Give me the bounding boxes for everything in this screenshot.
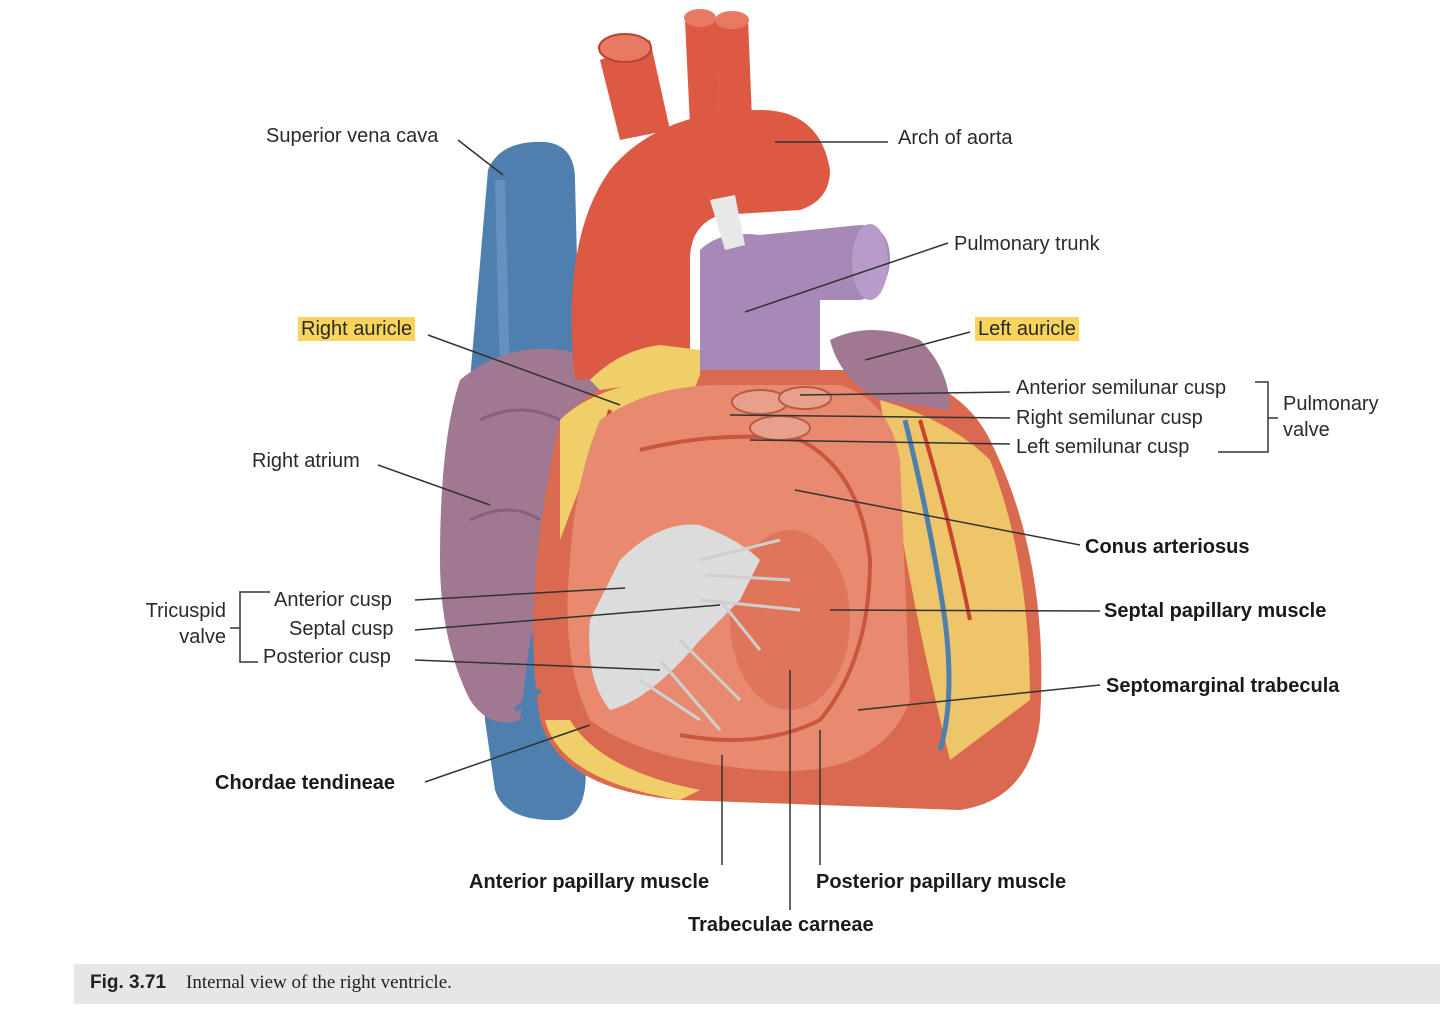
label-left-semilunar-cusp: Left semilunar cusp — [1016, 436, 1190, 458]
left-auricle-shape — [830, 330, 950, 410]
label-right-semilunar-cusp: Right semilunar cusp — [1016, 407, 1203, 429]
label-posterior-cusp: Posterior cusp — [263, 646, 391, 668]
label-tricuspid-valve-1: Tricuspid — [145, 600, 226, 622]
label-conus-arteriosus: Conus arteriosus — [1085, 536, 1250, 558]
label-arch-of-aorta: Arch of aorta — [898, 127, 1013, 149]
label-tricuspid-valve-2: valve — [179, 626, 226, 648]
label-anterior-cusp: Anterior cusp — [274, 589, 392, 611]
label-superior-vena-cava: Superior vena cava — [266, 125, 439, 147]
label-posterior-papillary-muscle: Posterior papillary muscle — [816, 871, 1067, 893]
leader-lines — [230, 139, 1278, 910]
chordae-lines — [639, 538, 801, 731]
label-anterior-semilunar-cusp: Anterior semilunar cusp — [1016, 377, 1227, 399]
label-right-auricle: Right auricle — [298, 317, 416, 341]
tricuspid-valve-shape — [589, 524, 760, 710]
label-right-atrium: Right atrium — [252, 450, 360, 472]
label-left-auricle: Left auricle — [975, 317, 1079, 341]
label-anterior-papillary-muscle: Anterior papillary muscle — [469, 871, 710, 893]
label-pulmonary-valve-1: Pulmonary — [1283, 393, 1379, 415]
aortic-arch-shape — [571, 9, 830, 380]
label-septomarginal-trabecula: Septomarginal trabecula — [1106, 675, 1340, 697]
pulmonary-trunk-shape — [700, 225, 890, 370]
caption-number: Fig. 3.71 — [90, 972, 167, 993]
label-pulmonary-trunk: Pulmonary trunk — [954, 233, 1100, 255]
caption-text: Internal view of the right ventricle. — [186, 972, 452, 993]
label-pulmonary-valve-2: valve — [1283, 419, 1330, 441]
label-septal-cusp: Septal cusp — [289, 618, 394, 640]
caption-bar — [74, 964, 1440, 1004]
label-trabeculae-carneae: Trabeculae carneae — [688, 914, 874, 936]
label-septal-papillary-muscle: Septal papillary muscle — [1104, 600, 1327, 622]
label-chordae-tendineae: Chordae tendineae — [215, 772, 396, 794]
